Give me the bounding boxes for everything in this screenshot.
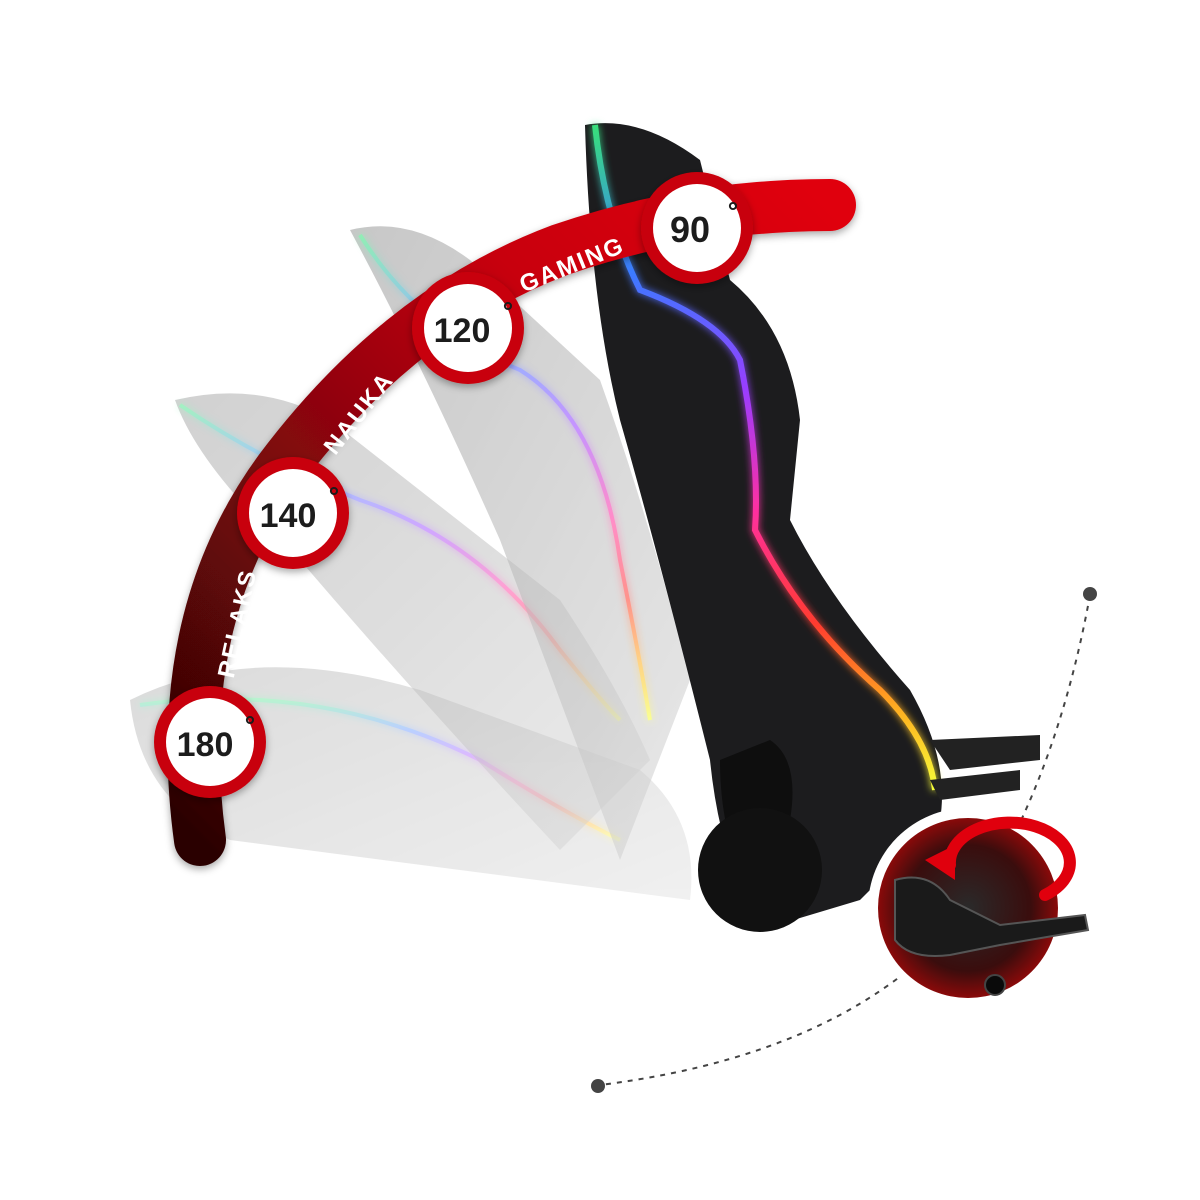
angle-badge-90: 90 ° [641, 172, 753, 284]
svg-text:°: ° [728, 196, 738, 226]
angle-badge-120: 120 ° [412, 272, 524, 384]
chair-upright-90 [585, 123, 1040, 932]
svg-text:90: 90 [670, 209, 710, 250]
angle-badge-140: 140 ° [237, 457, 349, 569]
lever-detail-inset [868, 808, 1090, 1008]
svg-text:°: ° [245, 710, 255, 740]
svg-text:°: ° [329, 481, 339, 511]
svg-text:180: 180 [177, 726, 234, 764]
angle-badge-180: 180 ° [154, 686, 266, 798]
svg-text:°: ° [503, 296, 513, 326]
svg-text:120: 120 [434, 312, 491, 350]
recline-lever-icon [894, 876, 1090, 996]
svg-text:140: 140 [260, 497, 317, 535]
rotate-arrow-icon [925, 816, 1076, 901]
